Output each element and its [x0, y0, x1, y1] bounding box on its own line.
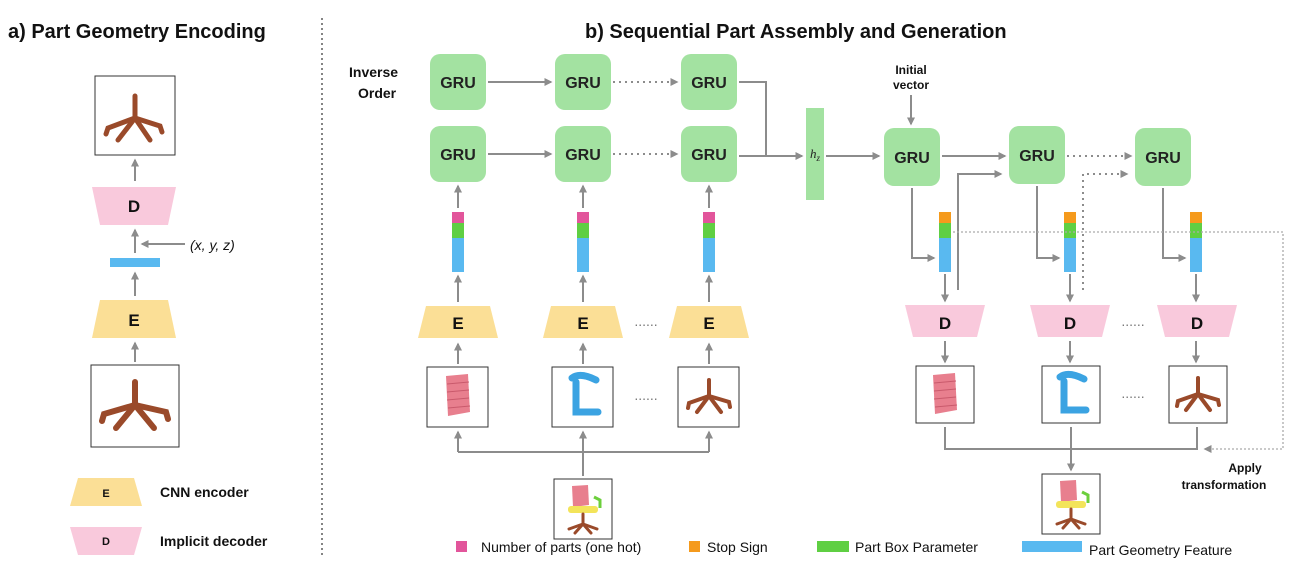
svg-text:E: E [452, 314, 463, 333]
svg-text:hz: hz [810, 146, 821, 163]
legend-encoder: E CNN encoder [70, 478, 249, 506]
panel-a-title: a) Part Geometry Encoding [8, 21, 266, 43]
inverse-order-label-2: Order [358, 85, 397, 101]
decoder-ellipsis: ...... [1121, 313, 1144, 329]
svg-text:Part Box Parameter: Part Box Parameter [855, 539, 978, 555]
decoder-3: D [1157, 305, 1237, 337]
svg-text:E: E [703, 314, 714, 333]
gru-enc-top-2: GRU [555, 54, 611, 110]
apply-transformation-label-1: Apply [1228, 461, 1262, 475]
initial-vector-label-1: Initial [895, 63, 926, 77]
input-part-base [677, 366, 740, 428]
encoder-1: E [418, 306, 498, 338]
svg-text:Number of parts (one hot): Number of parts (one hot) [481, 539, 641, 555]
svg-text:E: E [102, 488, 109, 500]
decoder-2: D [1030, 305, 1110, 337]
input-part-armrest [551, 366, 614, 428]
encoder-ellipsis: ...... [634, 313, 657, 329]
gru-enc-top-1: GRU [430, 54, 486, 110]
feature-bar-dec-3 [1190, 212, 1202, 272]
inverse-order-label-1: Inverse [349, 64, 398, 80]
svg-text:GRU: GRU [691, 75, 727, 92]
legend-part-box: Part Box Parameter [817, 539, 978, 555]
legend-num-parts: Number of parts (one hot) [456, 539, 641, 555]
apply-transformation-loop [953, 231, 1284, 453]
svg-text:D: D [102, 536, 110, 548]
input-part-backrest [426, 366, 489, 428]
svg-text:GRU: GRU [894, 150, 930, 167]
svg-text:Part Geometry Feature: Part Geometry Feature [1089, 542, 1232, 558]
input-part-image [90, 364, 180, 448]
feature-bar-enc-3 [703, 212, 715, 272]
svg-text:GRU: GRU [691, 147, 727, 164]
input-part-ellipsis: ...... [634, 387, 657, 403]
output-part-backrest [915, 365, 975, 424]
svg-text:Implicit decoder: Implicit decoder [160, 533, 268, 549]
svg-text:D: D [939, 314, 951, 333]
apply-transformation-label-2: transformation [1182, 478, 1267, 492]
svg-text:GRU: GRU [1145, 150, 1181, 167]
decoder-1: D [905, 305, 985, 337]
output-full-chair [1041, 473, 1101, 535]
svg-text:CNN encoder: CNN encoder [160, 484, 249, 500]
gru-enc-bottom-2: GRU [555, 126, 611, 182]
svg-text:D: D [1191, 314, 1203, 333]
initial-vector-label-2: vector [893, 78, 929, 92]
feature-bar-enc-1 [452, 212, 464, 272]
hz-latent: hz [806, 108, 824, 200]
panel-a-encoder: E [92, 300, 176, 338]
svg-text:D: D [1064, 314, 1076, 333]
svg-text:GRU: GRU [440, 75, 476, 92]
input-full-chair [553, 478, 613, 540]
gru-dec-3: GRU [1135, 128, 1191, 186]
svg-text:GRU: GRU [565, 147, 601, 164]
feature-bar-enc-2 [577, 212, 589, 272]
legend-decoder: D Implicit decoder [70, 527, 268, 555]
svg-text:E: E [577, 314, 588, 333]
encoder-3: E [669, 306, 749, 338]
gru-enc-top-3: GRU [681, 54, 737, 110]
gru-enc-bottom-3: GRU [681, 126, 737, 182]
svg-text:GRU: GRU [565, 75, 601, 92]
latent-code-bar [110, 258, 160, 267]
gru-dec-2: GRU [1009, 126, 1065, 184]
legend-stop-sign: Stop Sign [689, 539, 768, 555]
panel-b-title: b) Sequential Part Assembly and Generati… [585, 21, 1007, 43]
coord-input-label: (x, y, z) [190, 237, 235, 253]
decoded-part-image [94, 75, 176, 156]
panel-a-decoder: D [92, 187, 176, 225]
output-part-base [1168, 365, 1228, 424]
svg-text:Stop Sign: Stop Sign [707, 539, 768, 555]
svg-text:D: D [128, 197, 140, 216]
svg-text:GRU: GRU [1019, 148, 1055, 165]
output-part-ellipsis: ...... [1121, 385, 1144, 401]
legend-part-geometry: Part Geometry Feature [1022, 541, 1232, 558]
svg-text:E: E [128, 311, 139, 330]
feature-bar-dec-1 [939, 212, 951, 272]
gru-enc-bottom-1: GRU [430, 126, 486, 182]
svg-text:GRU: GRU [440, 147, 476, 164]
encoder-2: E [543, 306, 623, 338]
feature-bar-dec-2 [1064, 212, 1076, 272]
gru-dec-1: GRU [884, 128, 940, 186]
output-part-armrest [1041, 365, 1101, 424]
